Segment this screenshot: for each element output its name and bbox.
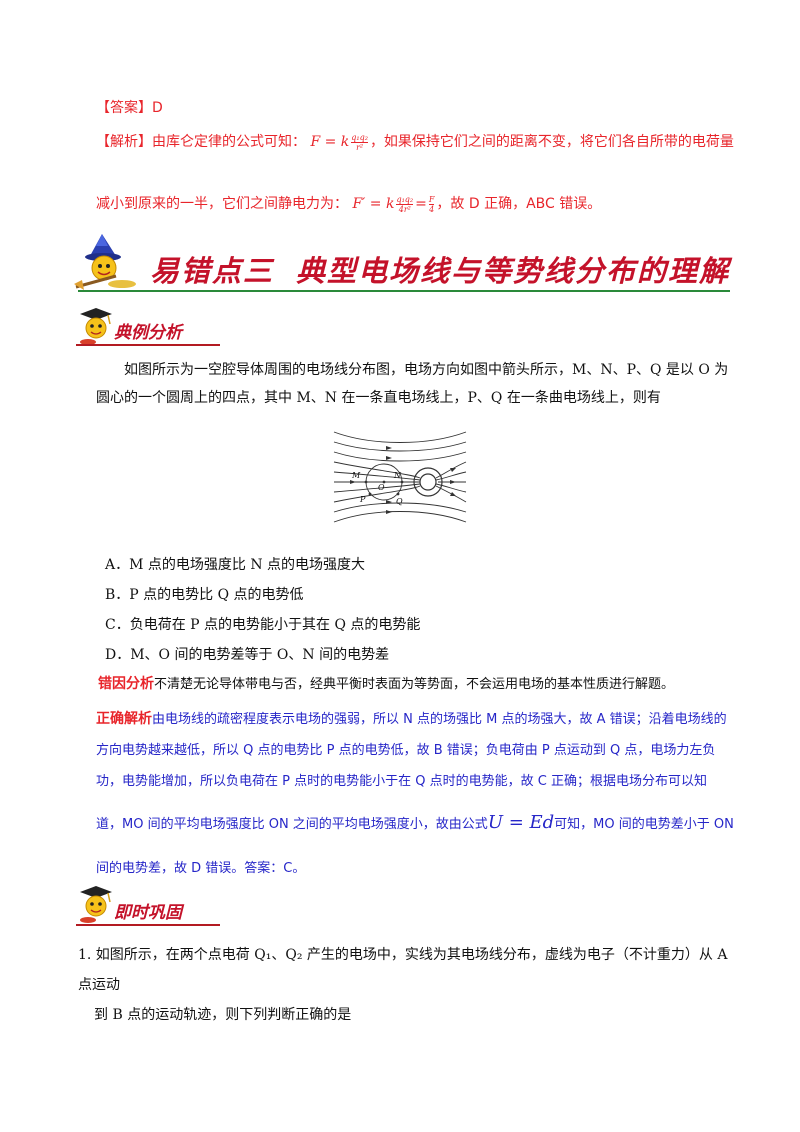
option-a: A．M 点的电场强度比 N 点的电场强度大 [105,557,366,573]
student-mascot-icon-2 [80,886,112,923]
option-d: D．M、O 间的电势差等于 O、N 间的电势差 [105,647,390,663]
label-P: P [359,495,366,504]
option-b: B．P 点的电势比 Q 点的电势低 [105,587,304,603]
correct-analysis-tag: 正确解析 [96,711,152,727]
example-underline [76,344,220,346]
label-M: M [351,471,361,480]
wizard-mascot-icon [74,234,136,290]
label-N: N [393,471,402,480]
section-underline [78,290,730,292]
student-mascot-icon [80,308,112,345]
section-title: 易错点三典型电场线与等势线分布的理解 [150,254,731,288]
error-analysis: 错因分析不清楚无论导体带电与否，经典平衡时表面为等势面，不会运用电场的基本性质进… [98,676,675,692]
practice-question-1: 1. 如图所示，在两个点电荷 Q₁、Q₂ 产生的电场中，实线为其电场线分布，虚线… [78,947,728,1023]
answer-line: 【答案】D [96,100,163,116]
label-Q: Q [396,497,403,506]
practice-underline [76,924,220,926]
option-c: C．负电荷在 P 点的电势能小于其在 Q 点的电势能 [105,617,421,633]
analysis-tag: 【解析】 [96,134,152,150]
correct-analysis: 正确解析由电场线的疏密程度表示电场的强弱，所以 N 点的场强比 M 点的场强大，… [96,711,727,789]
label-O: O [378,483,385,492]
example-question: 如图所示为一空腔导体周围的电场线分布图，电场方向如图中箭头所示，M、N、P、Q … [96,362,729,406]
field-line-figure: M N O P Q [333,431,467,523]
correct-analysis-end: 间的电势差，故 D 错误。答案：C。 [96,861,306,876]
error-analysis-tag: 错因分析 [98,676,154,692]
example-heading: 典例分析 [114,323,182,343]
practice-heading: 即时巩固 [114,903,182,923]
correct-analysis-line: 道，MO 间的平均电场强度比 ON 之间的平均电场强度小，故由公式U = Ed可… [96,812,734,833]
formula-u-ed: U = Ed [487,812,555,833]
